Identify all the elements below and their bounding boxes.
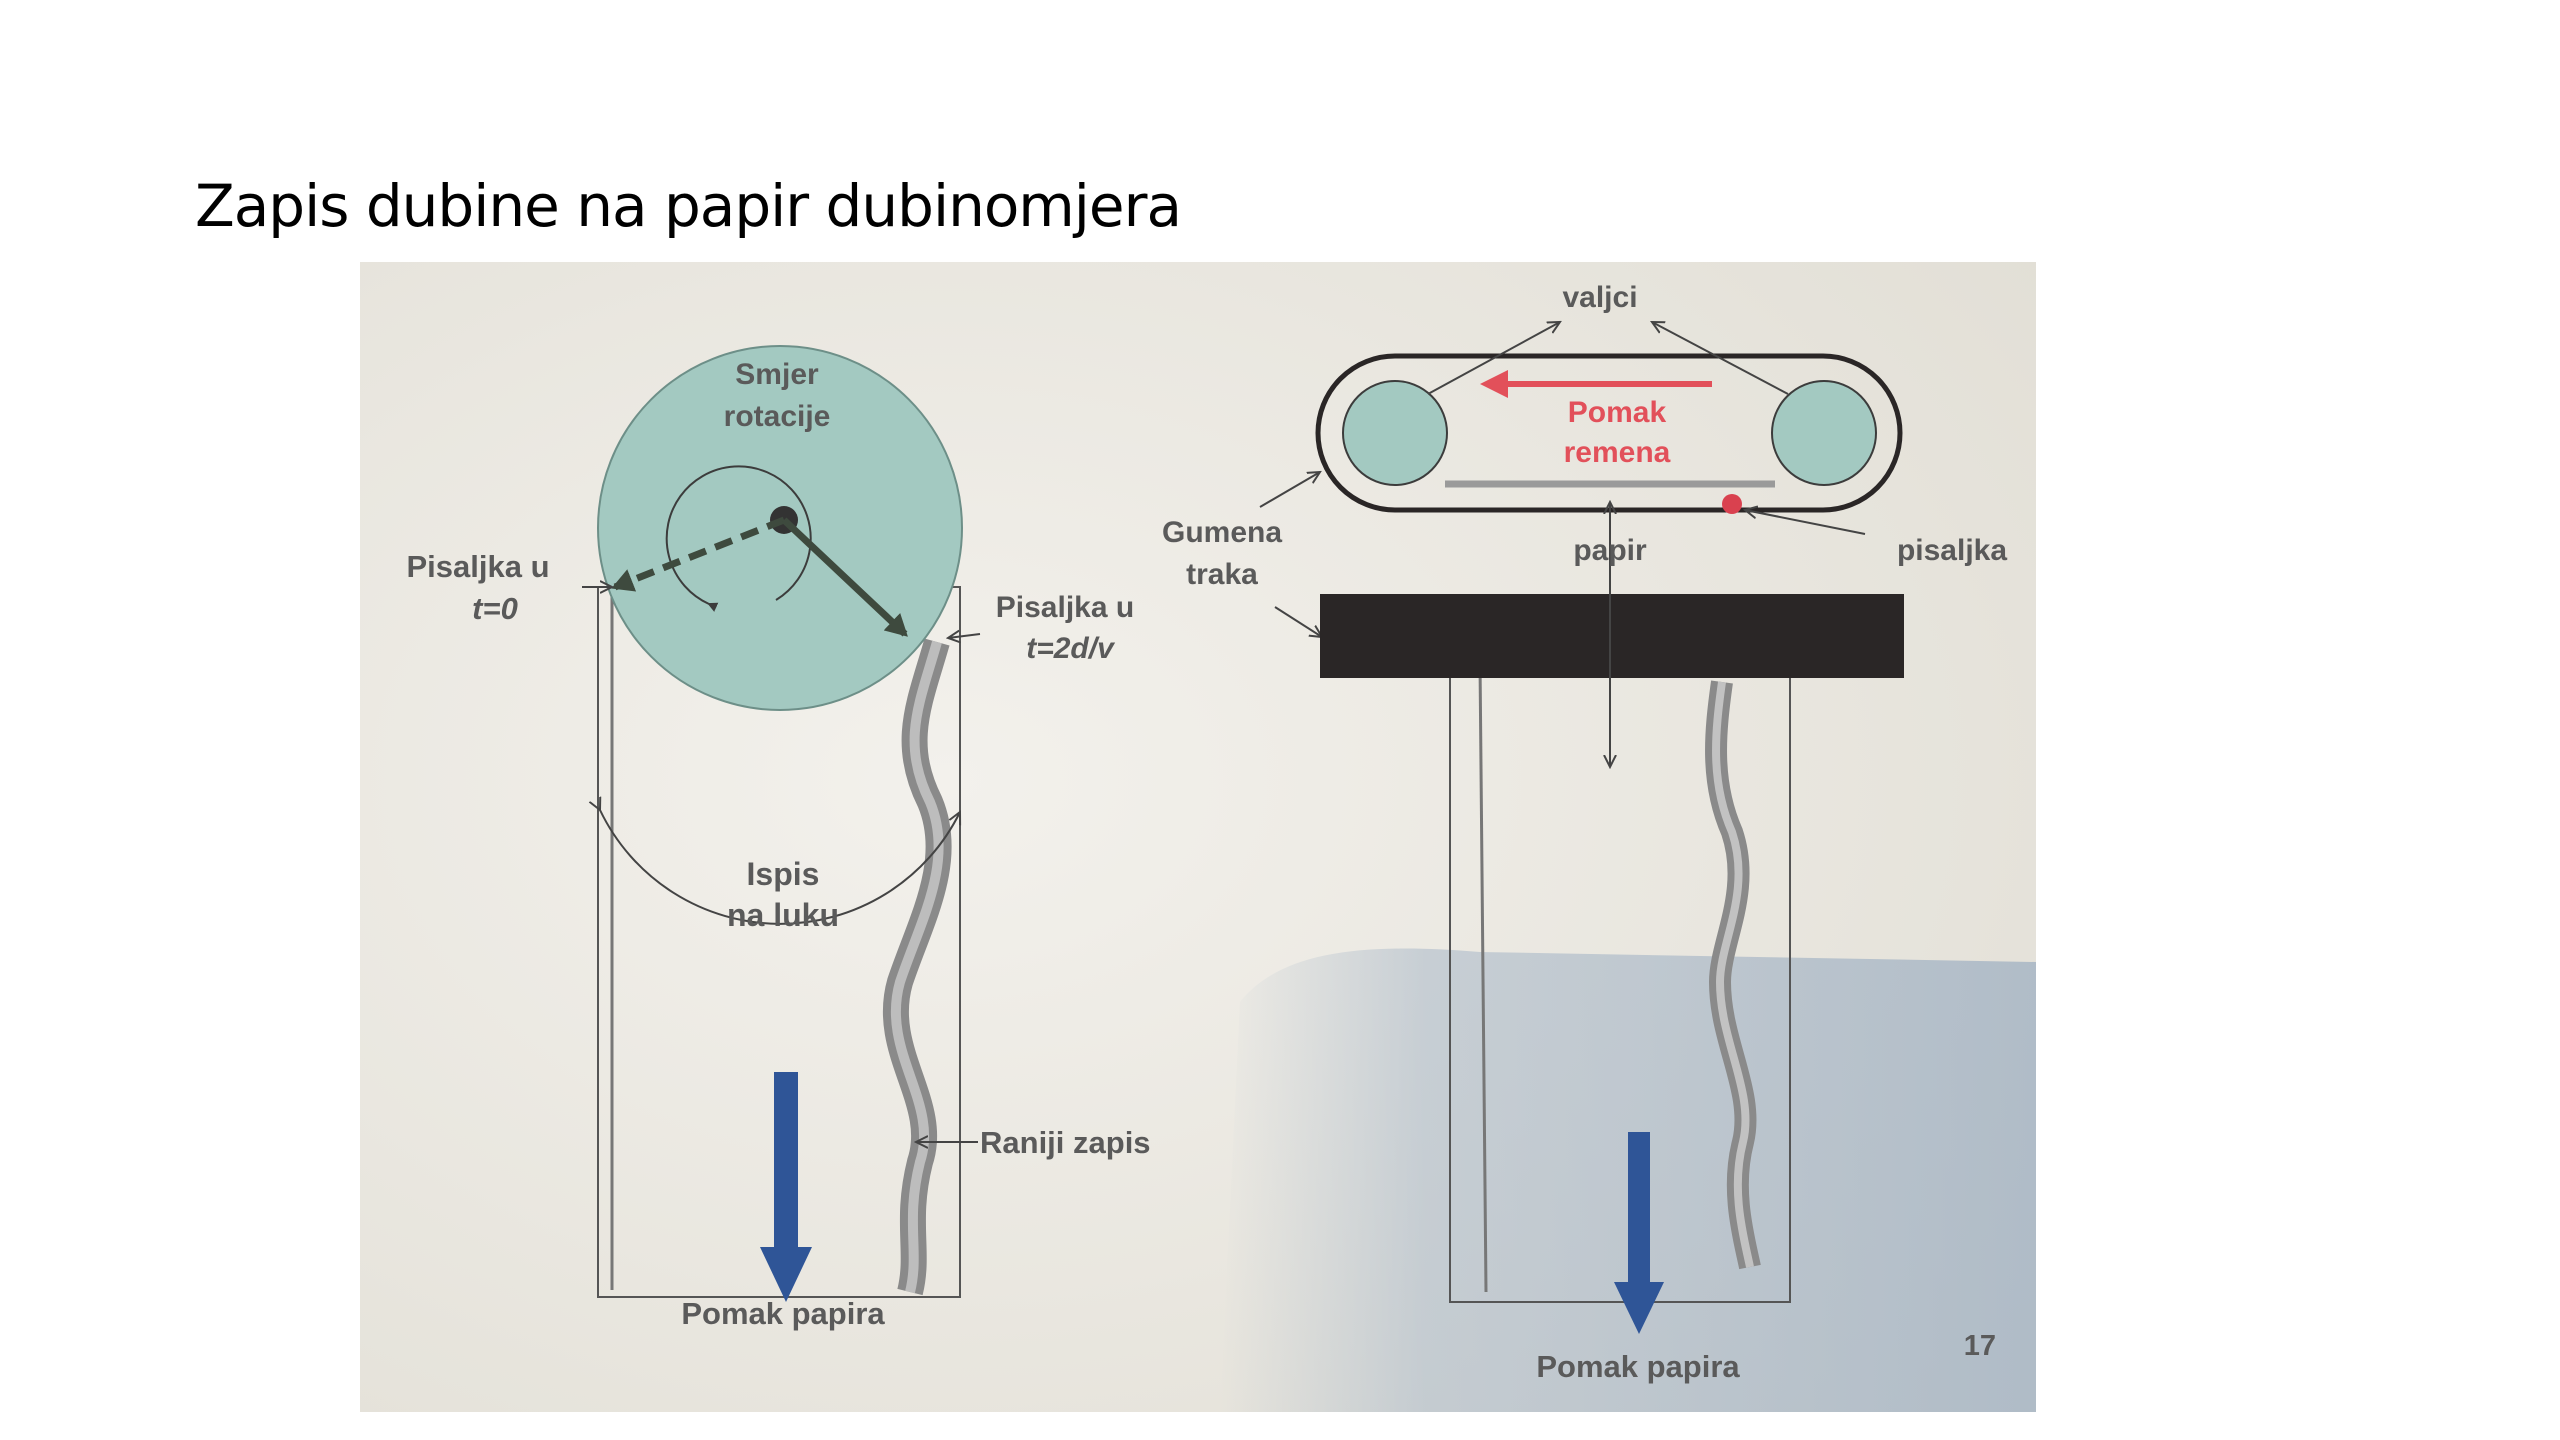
pen-t0-label-1: Pisaljka u (406, 549, 549, 584)
paper-margin-line-right (1478, 661, 1488, 1293)
paper-motion-label-right: Pomak papira (1536, 1349, 1740, 1384)
rollers-label: valjci (1562, 281, 1637, 314)
pointer-roller-left (1427, 322, 1560, 395)
arc-label-1: Ispis (747, 856, 820, 892)
pointer-pen-t2 (948, 634, 981, 638)
rubber-band-label-1: Gumena (1162, 516, 1282, 549)
right-diagram: valjci Pomak remena Gumena traka papir p… (1162, 281, 2007, 1384)
pen-t0-label-2: t=0 (472, 591, 518, 626)
rotation-label-2: rotacije (724, 400, 831, 433)
arc-label-2: na luku (727, 897, 839, 933)
pen-t2-label-1: Pisaljka u (996, 591, 1134, 624)
trace-right-highlight (1712, 681, 1754, 1268)
paper-motion-head-right (1614, 1282, 1664, 1334)
earlier-record-label: Raniji zapis (980, 1125, 1151, 1160)
pointer-rubber-band-1 (1259, 472, 1320, 508)
diagram-photo: Smjer rotacije Pisaljka u t=0 Pisaljka u… (360, 262, 2036, 1412)
pen-t2-label-2: t=2d/v (1026, 632, 1116, 665)
writing-arc (600, 810, 960, 925)
belt-motion-arrowhead (1480, 370, 1508, 398)
rotation-label-1: Smjer (735, 358, 819, 391)
pointer-rubber-band-2 (1274, 606, 1322, 637)
belt-motion-label-2: remena (1564, 436, 1671, 469)
rubber-band-label-2: traka (1186, 558, 1258, 591)
paper-motion-shaft-right (1628, 1132, 1650, 1287)
roller-right (1771, 380, 1877, 486)
pointer-pen (1745, 510, 1866, 535)
paper-motion-head-left (760, 1247, 812, 1302)
paper-motion-shaft-left (774, 1072, 798, 1252)
belt-motion-label-1: Pomak (1568, 396, 1667, 429)
diagram-svg: Smjer rotacije Pisaljka u t=0 Pisaljka u… (360, 262, 2036, 1412)
left-diagram: Smjer rotacije Pisaljka u t=0 Pisaljka u… (406, 345, 1151, 1331)
pen-arm-t0 (611, 516, 786, 592)
pointer-roller-right (1652, 322, 1789, 395)
paper-label: papir (1573, 534, 1647, 567)
roller-left (1342, 380, 1448, 486)
earlier-record-highlight (890, 640, 944, 1294)
pen-label: pisaljka (1897, 534, 2007, 567)
pen-dot (1722, 494, 1742, 514)
slide-title: Zapis dubine na papir dubinomjera (195, 172, 1182, 240)
recording-bar (1320, 594, 1904, 678)
pen-arm-t2 (781, 517, 908, 637)
paper-motion-label-left: Pomak papira (681, 1296, 885, 1331)
page-number: 17 (1964, 1330, 1996, 1362)
